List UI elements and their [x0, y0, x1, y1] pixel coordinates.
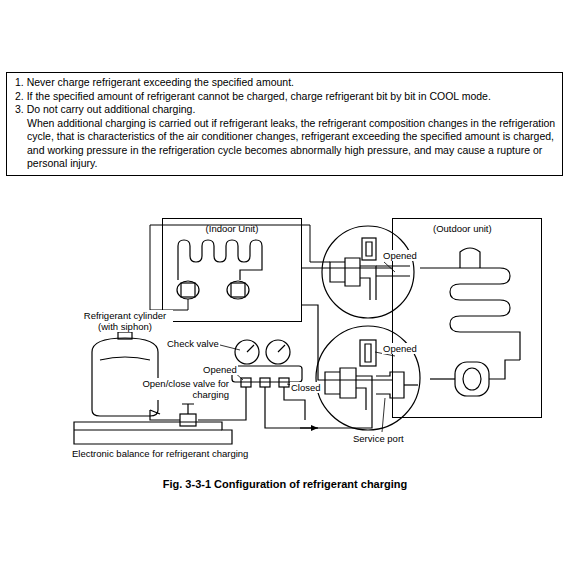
note-item: 3. Do not carry out additional charging.	[15, 103, 556, 117]
unit-label: (Outdoor unit)	[433, 223, 541, 234]
part-label: Check valve	[166, 338, 220, 349]
cylinder-label: Refrigerant cylinder (with siphon)	[77, 310, 173, 332]
unit-label: (Indoor Unit)	[163, 223, 301, 234]
part-label: Open/close valve for charging	[132, 378, 230, 400]
figure-caption: Fig. 3-3-1 Configuration of refrigerant …	[0, 478, 570, 490]
refrigerant-cylinder: Refrigerant cylinder (with siphon)	[70, 310, 180, 418]
part-label: Service port	[352, 433, 405, 444]
valve-state: Opened	[202, 364, 238, 375]
valve-state: Opened	[382, 343, 418, 354]
valve-state: Closed	[290, 382, 322, 393]
balance-label: Electronic balance for refrigerant charg…	[72, 448, 248, 459]
valve-state: Opened	[382, 250, 418, 261]
note-paragraph: When additional charging is carried out …	[15, 117, 556, 171]
balance-symbol	[72, 420, 282, 448]
note-item: 2. If the specified amount of refrigeran…	[15, 90, 556, 104]
electronic-balance: Electronic balance for refrigerant charg…	[72, 420, 282, 460]
refrigerant-pipe	[302, 268, 392, 269]
notice-box: 1. Never charge refrigerant exceeding th…	[6, 72, 563, 176]
refrigerant-pipe	[302, 305, 392, 380]
note-item: 1. Never charge refrigerant exceeding th…	[15, 76, 556, 90]
indoor-unit-box: (Indoor Unit)	[162, 218, 302, 322]
outdoor-unit-box: (Outdoor unit)	[392, 218, 542, 418]
